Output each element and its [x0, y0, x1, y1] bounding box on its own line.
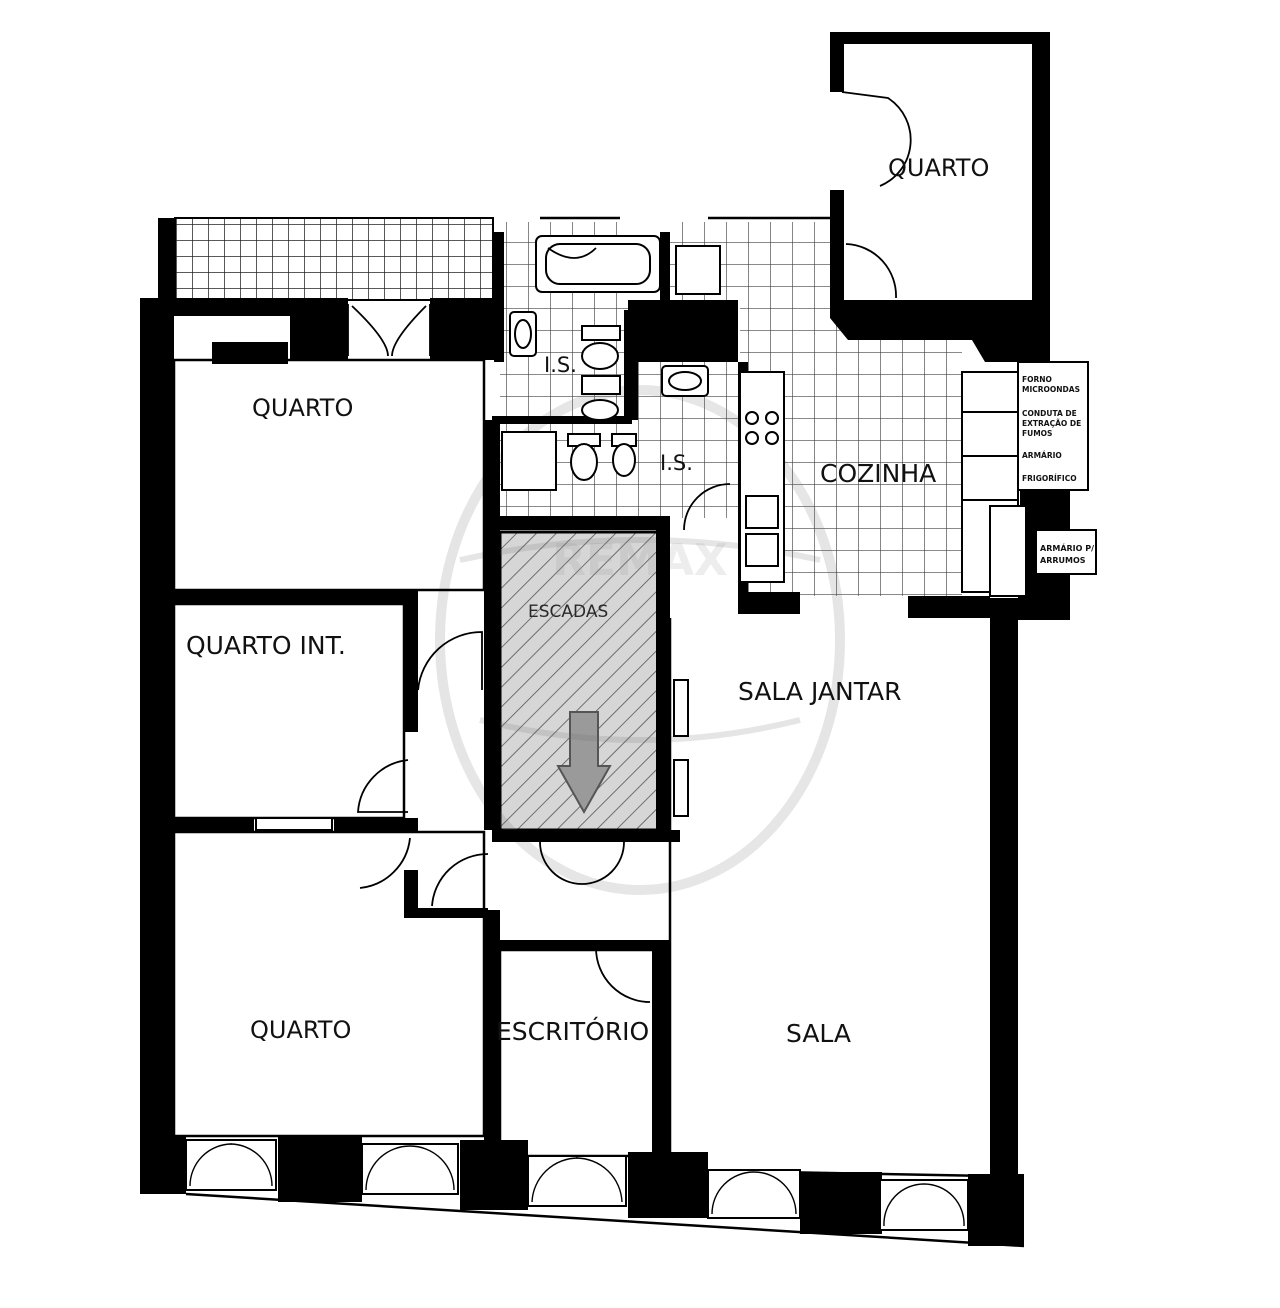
legend-conduta-3: FUMOS — [1022, 429, 1052, 438]
window-swings — [189, 1143, 965, 1227]
remax-watermark-text: REMAX — [552, 535, 728, 586]
terrace-tiles — [174, 217, 494, 301]
label-sala-jantar: SALA JANTAR — [738, 677, 902, 706]
label-is-upper: I.S. — [544, 353, 577, 377]
legend-armario: ARMÁRIO — [1022, 451, 1062, 460]
label-quarto-lower-left: QUARTO — [250, 1016, 351, 1044]
label-quarto-upper-left: QUARTO — [252, 394, 353, 422]
storage-legend-line1: ARMÁRIO P/ — [1040, 542, 1094, 553]
interior-walls — [174, 232, 680, 1162]
legend-microondas: MICROONDAS — [1022, 385, 1080, 394]
kitchen-legend-box — [1017, 361, 1089, 491]
storage-legend-line2: ARRUMOS — [1040, 556, 1086, 565]
label-sala: SALA — [786, 1019, 851, 1048]
label-quarto-int: QUARTO INT. — [186, 631, 346, 660]
stairs-down-arrow — [556, 711, 612, 815]
exterior-walls — [140, 32, 1070, 1246]
label-quarto-top-right: QUARTO — [888, 154, 989, 182]
label-cozinha: COZINHA — [820, 459, 936, 488]
thin-wall-outlines — [172, 216, 1025, 1248]
windows — [185, 679, 969, 1231]
label-escadas: ESCADAS — [528, 602, 608, 622]
legend-conduta-1: CONDUTA DE — [1022, 409, 1077, 418]
sanitary-fixtures — [501, 235, 1027, 597]
legend-forno: FORNO — [1022, 375, 1052, 384]
label-escritorio: ESCRITÓRIO — [496, 1016, 649, 1046]
storage-legend-box — [1035, 529, 1097, 575]
legend-conduta-2: EXTRAÇÃO DE — [1022, 419, 1081, 428]
label-is-lower: I.S. — [660, 451, 693, 475]
legend-frigorifico: FRIGORÍFICO — [1022, 474, 1077, 483]
door-swings — [347, 91, 912, 1003]
